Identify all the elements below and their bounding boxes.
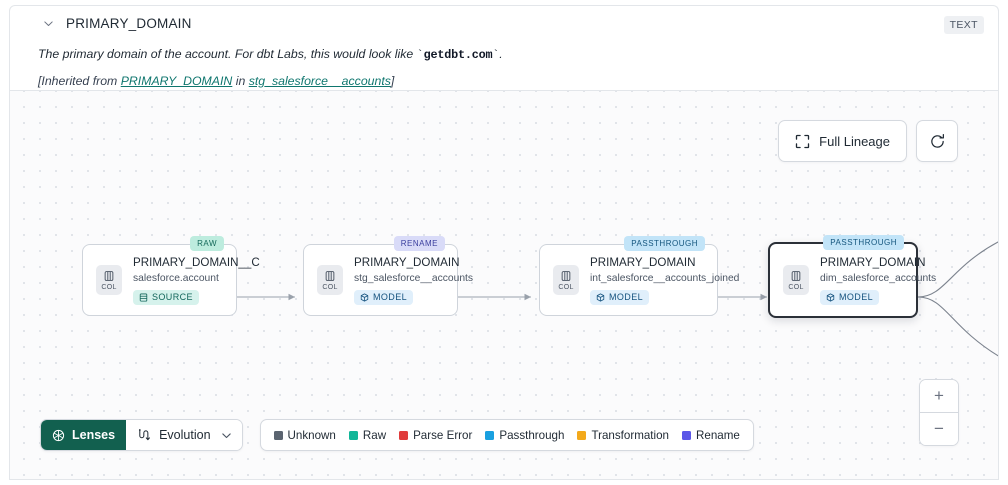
canvas-top-controls: Full Lineage: [778, 120, 958, 162]
zoom-controls: + −: [919, 379, 959, 446]
expand-icon: [795, 134, 810, 149]
column-icon-label: COL: [101, 283, 117, 291]
legend-item: Rename: [682, 429, 740, 442]
legend-item: Transformation: [577, 429, 669, 442]
inherited-column-link[interactable]: PRIMARY_DOMAIN: [120, 74, 233, 88]
column-icon: COL: [783, 265, 809, 295]
node-type-badge: MODEL: [820, 289, 880, 305]
full-lineage-label: Full Lineage: [819, 133, 890, 149]
node-tag-rename: RENAME: [393, 236, 445, 251]
panel-header: PRIMARY_DOMAIN: [10, 6, 998, 40]
column-icon: COL: [553, 265, 579, 295]
column-detail-panel: PRIMARY_DOMAIN TEXT The primary domain o…: [9, 5, 999, 90]
evolution-label: Evolution: [159, 428, 211, 442]
legend-label: Rename: [696, 428, 740, 442]
page-title: PRIMARY_DOMAIN: [66, 15, 192, 31]
lineage-node-int-salesforce-accounts-joined[interactable]: PASSTHROUGH COL PRIMARY_DOMAIN int_sales…: [539, 236, 739, 316]
chevron-down-icon: [221, 430, 232, 441]
description-text: The primary domain of the account. For d…: [38, 47, 417, 61]
node-title: PRIMARY_DOMAIN: [590, 255, 696, 269]
inherited-prefix: [Inherited from: [38, 74, 121, 88]
legend-label: Unknown: [287, 428, 336, 442]
column-glyph-icon: [790, 270, 802, 282]
node-body: PRIMARY_DOMAIN stg_salesforce__accounts …: [354, 256, 473, 305]
legend-swatch-raw: [348, 430, 358, 440]
node-type-label: SOURCE: [152, 292, 193, 302]
node-type-label: MODEL: [839, 292, 874, 302]
evolution-flow-icon: [137, 428, 151, 442]
lenses-button[interactable]: Lenses: [41, 420, 127, 450]
inherited-from-line: [Inherited from PRIMARY_DOMAIN in stg_sa…: [38, 74, 394, 88]
node-type-label: MODEL: [373, 292, 408, 302]
lineage-legend: Unknown Raw Parse Error Passthrough Tran…: [259, 419, 754, 451]
table-icon: [139, 292, 148, 302]
inherited-model-link[interactable]: stg_salesforce__accounts: [248, 74, 391, 88]
backtick-close: `: [492, 49, 500, 62]
cube-icon: [826, 293, 835, 302]
column-glyph-icon: [103, 270, 115, 282]
legend-item: Passthrough: [485, 429, 564, 442]
node-type-badge: MODEL: [590, 289, 650, 305]
status-badge: TEXT: [943, 16, 984, 34]
inherited-suffix: ]: [390, 74, 395, 88]
node-title: PRIMARY_DOMAIN: [820, 255, 926, 269]
cube-icon: [596, 293, 605, 302]
description-code: getdbt.com: [423, 48, 493, 62]
lineage-node-salesforce-account[interactable]: RAW COL PRIMARY_DOMAIN__C salesforce.acc…: [82, 236, 260, 316]
node-subtitle: dim_salesforce_accounts: [820, 272, 937, 284]
canvas-bottom-toolbar: Lenses Evolution: [40, 419, 754, 451]
lens-control-group: Lenses Evolution: [40, 419, 243, 451]
lineage-node-dim-salesforce-accounts[interactable]: PASSTHROUGH COL PRIMARY_DOMAIN dim_sales…: [768, 235, 936, 318]
legend-item: Unknown: [273, 428, 336, 442]
zoom-in-button[interactable]: +: [920, 380, 958, 413]
legend-swatch-passthrough: [485, 430, 495, 440]
column-description: The primary domain of the account. For d…: [38, 47, 503, 62]
inherited-middle: in: [232, 74, 249, 88]
column-icon-label: COL: [322, 283, 338, 291]
legend-item: Parse Error: [399, 429, 472, 442]
column-glyph-icon: [324, 270, 336, 282]
node-type-badge: SOURCE: [133, 289, 199, 305]
node-body: PRIMARY_DOMAIN int_salesforce__accounts_…: [590, 256, 739, 305]
legend-label: Parse Error: [413, 428, 473, 442]
node-type-label: MODEL: [609, 292, 644, 302]
node-body: PRIMARY_DOMAIN__C salesforce.account SOU…: [133, 256, 260, 305]
lenses-label: Lenses: [72, 428, 116, 442]
full-lineage-button[interactable]: Full Lineage: [778, 120, 907, 162]
evolution-dropdown[interactable]: Evolution: [126, 420, 242, 450]
node-tag-raw: RAW: [190, 236, 224, 251]
node-subtitle: stg_salesforce__accounts: [354, 272, 474, 284]
node-tag-passthrough: PASSTHROUGH: [823, 235, 904, 250]
aperture-icon: [52, 429, 65, 442]
chevron-down-icon[interactable]: [40, 15, 56, 31]
cube-icon: [360, 293, 369, 302]
legend-swatch-rename: [682, 430, 692, 440]
lineage-canvas[interactable]: Full Lineage RAW: [9, 90, 999, 480]
legend-swatch-transformation: [577, 430, 587, 440]
legend-item: Raw: [348, 428, 387, 442]
column-glyph-icon: [560, 270, 572, 282]
zoom-out-button[interactable]: −: [920, 413, 958, 445]
node-body: PRIMARY_DOMAIN dim_salesforce_accounts M…: [820, 256, 936, 305]
node-type-badge: MODEL: [354, 289, 414, 305]
legend-swatch-parse-error: [399, 430, 409, 440]
node-title: PRIMARY_DOMAIN: [354, 255, 460, 269]
node-title: PRIMARY_DOMAIN__C: [133, 255, 260, 269]
description-suffix: .: [499, 47, 503, 61]
legend-label: Passthrough: [499, 428, 565, 442]
refresh-icon: [929, 133, 946, 150]
column-icon: COL: [317, 265, 343, 295]
backtick-open: `: [416, 49, 424, 62]
node-subtitle: int_salesforce__accounts_joined: [590, 272, 740, 284]
node-tag-passthrough: PASSTHROUGH: [624, 236, 705, 251]
legend-swatch-unknown: [273, 430, 283, 440]
column-icon-label: COL: [788, 283, 804, 291]
node-subtitle: salesforce.account: [133, 272, 219, 284]
column-icon: COL: [96, 265, 122, 295]
column-icon-label: COL: [558, 283, 574, 291]
legend-label: Raw: [362, 428, 387, 442]
lineage-node-stg-salesforce-accounts[interactable]: RENAME COL PRIMARY_DOMAIN stg_salesforce…: [303, 236, 473, 316]
legend-label: Transformation: [591, 428, 670, 442]
refresh-button[interactable]: [916, 120, 958, 162]
